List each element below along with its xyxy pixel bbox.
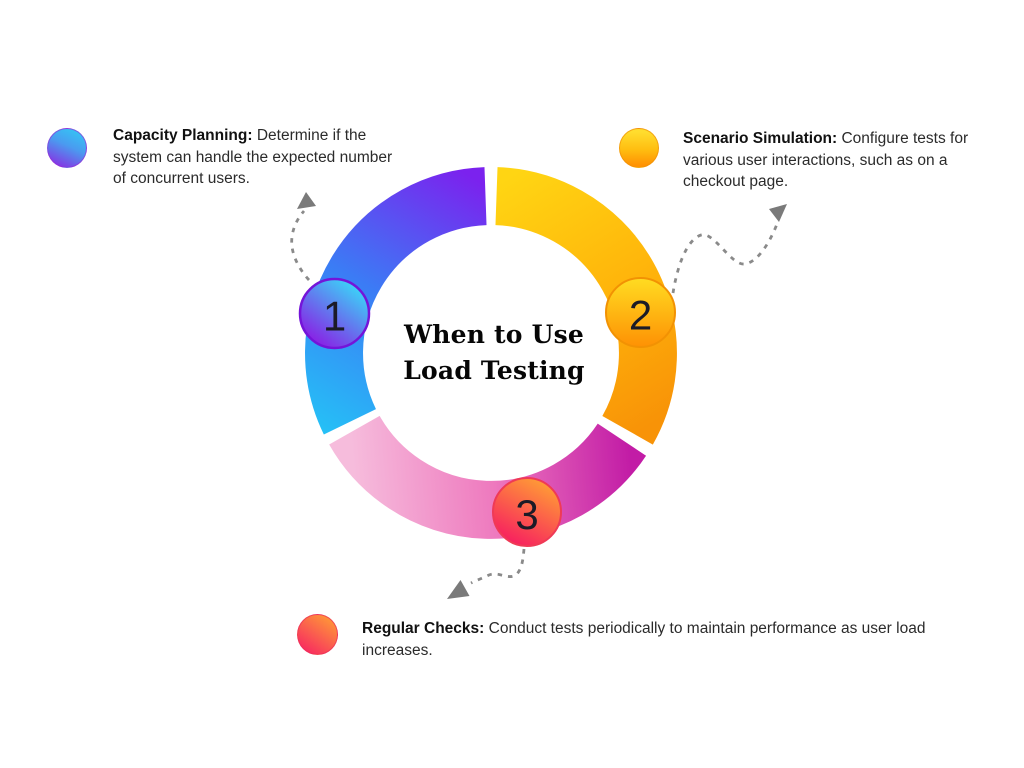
connector-dashed-step3 [470,548,526,585]
arrowhead-down-left-icon [447,580,470,599]
note-scenario-simulation: Scenario Simulation: Configure tests for… [683,128,1003,193]
note-label: Scenario Simulation: [683,130,838,147]
diagram-title-line1: When to Use [404,320,584,349]
connector-dashed-step2 [671,223,779,294]
note-text-line3: of concurrent users. [113,170,250,187]
segment-arc-scenario-simulation [494,167,677,445]
step-1-badge [298,277,371,350]
diagram-title: When to Use Load Testing [374,317,614,389]
note-text-line2: system can handle the expected number [113,148,393,166]
legend-dot-regular-checks [297,614,338,655]
segment-arc-regular-checks [329,415,647,539]
note-text-line1: Conduct tests periodically to maintain p… [488,620,926,637]
step-2-number: 2 [629,292,652,339]
note-text-line1: Configure tests for [841,130,969,147]
legend-dot-scenario-simulation [619,128,659,168]
note-text-line2: increases. [362,641,433,659]
step-3-number: 3 [515,491,538,538]
legend-dot-capacity-planning [47,128,87,168]
step-2-badge [605,277,676,348]
note-text-line2: various user interactions, such as on a [683,151,948,169]
arrowhead-up-right-icon [769,204,787,222]
step-3-badge [492,477,562,547]
note-label: Capacity Planning: [113,127,253,144]
diagram-title-line2: Load Testing [403,356,585,385]
connector-dashed-step1 [290,210,311,281]
step-1-number: 1 [323,293,346,340]
note-text-line1: Determine if the [256,127,367,144]
arrowhead-up-icon [297,192,316,209]
note-capacity-planning: Capacity Planning: Determine if the syst… [113,125,433,190]
note-text-line3: checkout page. [683,173,789,190]
note-regular-checks: Regular Checks: Conduct tests periodical… [362,618,1002,661]
segment-arc-capacity-planning [305,167,488,435]
note-label: Regular Checks: [362,620,485,637]
